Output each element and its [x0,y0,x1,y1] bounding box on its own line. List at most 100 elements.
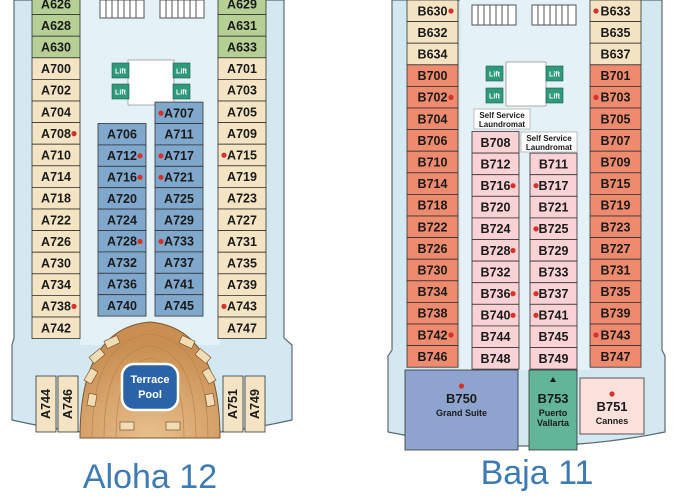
aloha-cabin-left-0[interactable]: A626 [31,0,81,16]
aloha-cabin-inner-left-1[interactable]: A712 [97,144,147,167]
baja-cabin-inner-left-1[interactable]: B712 [471,152,520,176]
aloha-cabin-right-12[interactable]: A735 [217,251,267,275]
aloha-cabin-left-11[interactable]: A726 [31,230,81,253]
aloha-cabin-right-5[interactable]: A705 [217,100,267,124]
aloha-cabin-inner-right-5[interactable]: A729 [154,208,204,231]
baja-cabin-right-16[interactable]: B747 [589,345,642,368]
aloha-cabin-right-3[interactable]: A701 [217,57,267,80]
aloha-aft-cabin-3[interactable]: A749 [244,375,266,433]
baja-cabin-inner-left-3[interactable]: B720 [471,195,520,219]
baja-cabin-left-0[interactable]: B630 [406,0,459,23]
aloha-cabin-right-7[interactable]: A715 [217,143,267,167]
aloha-cabin-inner-right-9[interactable]: A745 [154,294,204,317]
aloha-cabin-inner-left-3[interactable]: A720 [97,187,147,210]
baja-cabin-left-4[interactable]: B702 [406,86,459,109]
baja-cabin-inner-right-4[interactable]: B729 [529,239,578,262]
aloha-cabin-inner-left-2[interactable]: A716 [97,165,147,189]
aloha-cabin-left-14[interactable]: A738 [31,294,81,318]
baja-cabin-left-5[interactable]: B704 [406,107,459,131]
aloha-cabin-inner-right-0[interactable]: A707 [154,101,204,124]
aloha-cabin-right-9[interactable]: A723 [217,186,267,210]
aloha-aft-cabin-2[interactable]: A751 [222,375,244,433]
aloha-cabin-left-12[interactable]: A730 [31,251,81,275]
baja-cabin-right-5[interactable]: B705 [589,107,642,131]
aloha-cabin-left-15[interactable]: A742 [31,316,81,340]
baja-cabin-inner-right-7[interactable]: B741 [529,303,578,327]
baja-cabin-inner-left-2[interactable]: B716 [471,174,520,197]
baja-cabin-right-15[interactable]: B743 [589,323,642,347]
aloha-cabin-left-1[interactable]: A628 [31,14,81,37]
aloha-cabin-left-5[interactable]: A704 [31,100,81,124]
baja-cabin-left-6[interactable]: B706 [406,129,459,152]
baja-cabin-right-0[interactable]: B633 [589,0,642,23]
baja-cabin-inner-left-7[interactable]: B736 [471,282,520,305]
baja-cabin-left-1[interactable]: B632 [406,21,459,44]
aloha-aft-cabin-0[interactable]: A744 [35,375,57,433]
baja-cabin-left-2[interactable]: B634 [406,42,459,66]
aloha-cabin-left-10[interactable]: A722 [31,208,81,232]
aloha-cabin-inner-left-8[interactable]: A740 [97,294,147,317]
baja-cabin-inner-left-10[interactable]: B748 [471,347,520,370]
baja-cabin-inner-left-5[interactable]: B728 [471,239,520,262]
baja-cabin-right-8[interactable]: B715 [589,172,642,195]
baja-cabin-left-10[interactable]: B722 [406,215,459,239]
aloha-cabin-left-13[interactable]: A734 [31,273,81,296]
baja-cabin-inner-right-1[interactable]: B717 [529,174,578,197]
aloha-cabin-right-10[interactable]: A727 [217,208,267,232]
baja-cabin-inner-right-9[interactable]: B749 [529,347,578,370]
aloha-cabin-right-8[interactable]: A719 [217,165,267,188]
baja-cabin-right-1[interactable]: B635 [589,21,642,44]
baja-cabin-right-9[interactable]: B719 [589,193,642,217]
baja-cabin-right-12[interactable]: B731 [589,258,642,282]
baja-cabin-right-2[interactable]: B637 [589,42,642,66]
aloha-cabin-right-1[interactable]: A631 [217,14,267,37]
baja-cabin-right-14[interactable]: B739 [589,301,642,325]
baja-cabin-right-7[interactable]: B709 [589,150,642,174]
baja-cabin-inner-right-6[interactable]: B737 [529,282,578,305]
aloha-cabin-inner-right-7[interactable]: A737 [154,251,204,274]
aloha-cabin-right-0[interactable]: A629 [217,0,267,16]
baja-cabin-inner-left-0[interactable]: B708 [471,131,520,154]
baja-cabin-inner-right-5[interactable]: B733 [529,260,578,284]
aloha-cabin-left-7[interactable]: A710 [31,143,81,167]
aloha-cabin-right-2[interactable]: A633 [217,35,267,59]
aloha-cabin-inner-right-1[interactable]: A711 [154,123,204,146]
baja-cabin-inner-left-4[interactable]: B724 [471,217,520,240]
baja-cabin-right-10[interactable]: B723 [589,215,642,239]
baja-cabin-left-12[interactable]: B730 [406,258,459,282]
aloha-cabin-inner-right-3[interactable]: A721 [154,165,204,189]
baja-cabin-left-9[interactable]: B718 [406,193,459,217]
aloha-cabin-right-15[interactable]: A747 [217,316,267,340]
aloha-cabin-left-6[interactable]: A708 [31,122,81,145]
aloha-aft-cabin-1[interactable]: A746 [57,375,79,433]
baja-cabin-right-4[interactable]: B703 [589,86,642,109]
aloha-cabin-right-14[interactable]: A743 [217,294,267,318]
aloha-cabin-left-4[interactable]: A702 [31,79,81,102]
baja-cabin-inner-right-3[interactable]: B725 [529,217,578,240]
baja-cabin-left-13[interactable]: B734 [406,280,459,303]
baja-cabin-left-16[interactable]: B746 [406,345,459,368]
aloha-cabin-left-8[interactable]: A714 [31,165,81,188]
baja-cabin-inner-left-9[interactable]: B744 [471,325,520,348]
aloha-cabin-inner-right-6[interactable]: A733 [154,230,204,253]
aloha-cabin-left-2[interactable]: A630 [31,35,81,59]
baja-cabin-left-15[interactable]: B742 [406,323,459,347]
aloha-cabin-right-6[interactable]: A709 [217,122,267,145]
aloha-cabin-inner-left-4[interactable]: A724 [97,208,147,231]
baja-cabin-right-13[interactable]: B735 [589,280,642,303]
baja-cabin-left-8[interactable]: B714 [406,172,459,195]
aloha-cabin-left-9[interactable]: A718 [31,186,81,210]
aloha-cabin-right-4[interactable]: A703 [217,79,267,102]
baja-cabin-right-3[interactable]: B701 [589,64,642,87]
aloha-cabin-right-13[interactable]: A739 [217,273,267,296]
baja-cabin-inner-right-0[interactable]: B711 [529,152,578,176]
baja-cabin-right-11[interactable]: B727 [589,237,642,260]
aloha-cabin-inner-left-7[interactable]: A736 [97,272,147,296]
aloha-cabin-inner-left-5[interactable]: A728 [97,230,147,253]
baja-cabin-inner-left-8[interactable]: B740 [471,303,520,327]
baja-cabin-right-6[interactable]: B707 [589,129,642,152]
aloha-cabin-inner-left-6[interactable]: A732 [97,251,147,274]
